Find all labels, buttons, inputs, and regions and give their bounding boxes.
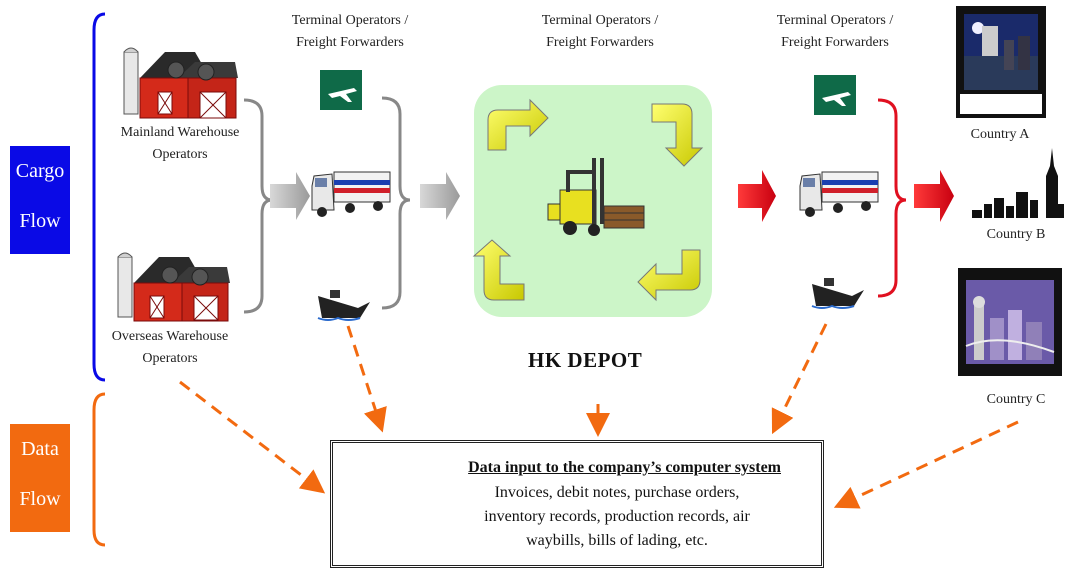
data-arrow-from-terminal-3 <box>771 323 828 435</box>
ship-icon-1 <box>317 290 370 321</box>
data-flow-line1: Data <box>21 438 59 460</box>
overseas-barn-icon <box>117 252 230 322</box>
truck-icon-2 <box>799 171 879 217</box>
terminal-3-line1: Terminal Operators / <box>776 13 894 28</box>
mainland-line1: Mainland Warehouse <box>120 125 240 140</box>
terminal-label-1: Terminal Operators / Freight Forwarders <box>270 10 430 54</box>
terminal-3-line2: Freight Forwarders <box>781 35 889 50</box>
overseas-warehouse-label: Overseas Warehouse Operators <box>90 326 250 370</box>
data-flow-line2: Flow <box>19 488 61 510</box>
terminal-2-line1: Terminal Operators / <box>541 13 659 28</box>
data-flow-bracket <box>92 392 106 547</box>
circular-arrow-bottom-left <box>472 239 525 301</box>
overseas-line1: Overseas Warehouse <box>111 329 229 344</box>
red-arrow-2 <box>914 170 954 222</box>
overseas-line2: Operators <box>142 351 198 366</box>
terminal-2-line2: Freight Forwarders <box>546 35 654 50</box>
country-c-picture <box>958 268 1062 376</box>
truck-icon-1 <box>311 171 391 217</box>
mainland-line2: Operators <box>152 147 208 162</box>
cargo-flow-box: Cargo Flow <box>10 146 70 254</box>
red-arrow-1 <box>738 170 776 222</box>
cargo-flow-line1: Cargo <box>15 160 65 182</box>
country-b-label: Country B <box>986 227 1046 242</box>
grey-brace-2 <box>381 96 411 310</box>
data-input-line3: waybills, bills of lading, etc. <box>526 532 708 549</box>
data-arrow-from-terminal-1 <box>346 325 387 433</box>
mainland-barn-icon <box>123 47 238 119</box>
grey-arrow-1 <box>270 172 310 220</box>
airplane-sign-icon-1 <box>320 70 362 110</box>
country-a-picture <box>956 6 1046 118</box>
country-c-label: Country C <box>986 392 1046 407</box>
circular-arrow-bottom-right <box>637 249 701 302</box>
red-brace <box>877 98 907 298</box>
cargo-flow-line2: Flow <box>19 210 61 232</box>
terminal-1-line1: Terminal Operators / <box>291 13 409 28</box>
data-input-body: Invoices, debit notes, purchase orders, … <box>433 481 801 553</box>
circular-arrow-top-right <box>651 103 704 167</box>
circular-arrow-top-left <box>487 98 549 151</box>
forklift-icon <box>547 158 645 236</box>
data-input-title: Data input to the company’s computer sys… <box>468 459 781 476</box>
data-arrow-from-warehouses <box>179 380 326 494</box>
hk-depot-title: HK DEPOT <box>528 348 643 372</box>
data-input-box: Data input to the company’s computer sys… <box>330 440 824 568</box>
mainland-warehouse-label: Mainland Warehouse Operators <box>100 122 260 166</box>
terminal-label-2: Terminal Operators / Freight Forwarders <box>520 10 680 54</box>
airplane-sign-icon-2 <box>814 75 856 115</box>
terminal-1-line2: Freight Forwarders <box>296 35 404 50</box>
data-input-line1: Invoices, debit notes, purchase orders, <box>494 484 740 501</box>
country-b-skyline <box>972 148 1064 218</box>
cargo-flow-bracket <box>92 12 106 382</box>
ship-icon-2 <box>811 278 864 309</box>
grey-arrow-2 <box>420 172 460 220</box>
country-a-label: Country A <box>970 127 1030 142</box>
data-arrow-from-country-c <box>833 420 1019 509</box>
data-flow-box: Data Flow <box>10 424 70 532</box>
terminal-label-3: Terminal Operators / Freight Forwarders <box>755 10 915 54</box>
data-input-line2: inventory records, production records, a… <box>484 508 750 525</box>
